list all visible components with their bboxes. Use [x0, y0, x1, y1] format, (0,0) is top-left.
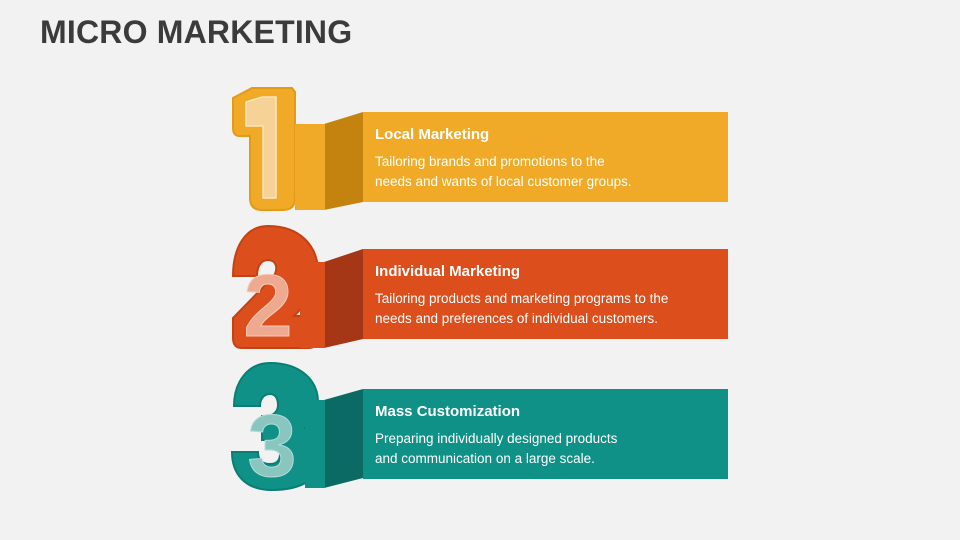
- number-2-icon: [231, 224, 320, 349]
- step-2-heading: Individual Marketing: [375, 263, 521, 280]
- step-1-fold: [324, 112, 363, 210]
- step-3-description: Preparing individually designed products…: [375, 431, 618, 466]
- step-1-description: Tailoring brands and promotions to the n…: [375, 154, 632, 189]
- step-2-fold: [324, 249, 363, 348]
- number-1-icon: [232, 87, 296, 211]
- step-2-description: Tailoring products and marketing program…: [375, 291, 669, 326]
- step-2-box: Individual Marketing Tailoring products …: [363, 249, 728, 339]
- page-title: MICRO MARKETING: [40, 14, 353, 50]
- step-3-box: Mass Customization Preparing individuall…: [363, 389, 728, 479]
- step-1-heading: Local Marketing: [375, 126, 490, 143]
- step-3-fold: [324, 389, 363, 488]
- step-1-box: Local Marketing Tailoring brands and pro…: [363, 112, 728, 202]
- number-2-glyph: 2: [244, 256, 293, 355]
- number-3-glyph: 3: [248, 396, 297, 495]
- number-3-icon: [230, 361, 324, 492]
- step-3-heading: Mass Customization: [375, 403, 521, 420]
